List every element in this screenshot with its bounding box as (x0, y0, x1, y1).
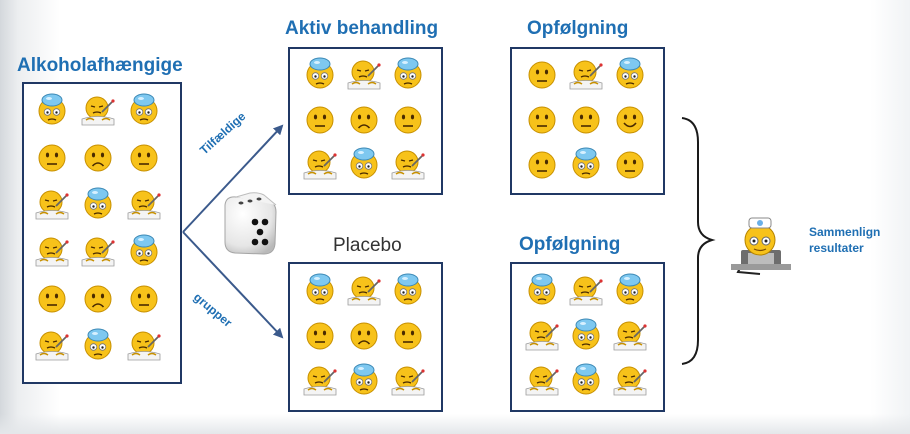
sick-in-bed-face-icon (302, 146, 338, 182)
followup-top-grid (524, 56, 656, 191)
compare-results-label: Sammenlign resultater (809, 224, 880, 256)
sick-in-bed-face-icon (524, 362, 560, 398)
neutral-face-icon (34, 280, 70, 316)
neutral-face-icon (390, 317, 426, 353)
active-treatment-box (288, 47, 443, 195)
dice-icon (224, 192, 277, 255)
title-active-treatment: Aktiv behandling (285, 18, 439, 39)
ice-pack-face-icon (346, 146, 382, 182)
neutral-face-icon (34, 139, 70, 175)
doctor-icon (731, 217, 791, 275)
placebo-box (288, 262, 443, 412)
ice-pack-face-icon (34, 92, 70, 128)
alcoholics-grid (34, 92, 172, 374)
sad-face-icon (80, 280, 116, 316)
arrow-to-placebo (182, 231, 284, 339)
neutral-face-icon (612, 146, 648, 182)
ice-pack-face-icon (568, 146, 604, 182)
title-followup-bottom: Opfølgning (519, 234, 621, 255)
placebo-grid (302, 272, 434, 407)
neutral-face-icon (568, 101, 604, 137)
ice-pack-face-icon (302, 272, 338, 308)
sick-in-bed-face-icon (612, 362, 648, 398)
followup-bottom-grid (524, 272, 656, 407)
ice-pack-face-icon (568, 362, 604, 398)
sick-in-bed-face-icon (34, 233, 70, 269)
ice-pack-face-icon (612, 272, 648, 308)
sick-in-bed-face-icon (34, 186, 70, 222)
title-placebo: Placebo (333, 235, 402, 256)
sick-in-bed-face-icon (390, 362, 426, 398)
compare-results-line2: resultater (809, 241, 864, 255)
ice-pack-face-icon (390, 56, 426, 92)
alcoholics-box (22, 82, 182, 384)
ice-pack-face-icon (390, 272, 426, 308)
sick-in-bed-face-icon (568, 272, 604, 308)
title-followup-top: Opfølgning (527, 18, 629, 39)
neutral-face-icon (126, 139, 162, 175)
ice-pack-face-icon (80, 327, 116, 363)
neutral-face-icon (390, 101, 426, 137)
neutral-face-icon (524, 56, 560, 92)
ice-pack-face-icon (80, 186, 116, 222)
sick-in-bed-face-icon (126, 327, 162, 363)
neutral-face-icon (524, 146, 560, 182)
sick-in-bed-face-icon (390, 146, 426, 182)
sick-in-bed-face-icon (126, 186, 162, 222)
sick-in-bed-face-icon (34, 327, 70, 363)
sick-in-bed-face-icon (524, 317, 560, 353)
sad-face-icon (346, 101, 382, 137)
sad-face-icon (80, 139, 116, 175)
ice-pack-face-icon (126, 92, 162, 128)
ice-pack-face-icon (302, 56, 338, 92)
sick-in-bed-face-icon (302, 362, 338, 398)
sick-in-bed-face-icon (612, 317, 648, 353)
ice-pack-face-icon (524, 272, 560, 308)
followup-top-box (510, 47, 665, 195)
ice-pack-face-icon (126, 233, 162, 269)
arrow-to-active (182, 124, 284, 233)
followup-bottom-box (510, 262, 665, 412)
neutral-face-icon (302, 101, 338, 137)
neutral-face-icon (524, 101, 560, 137)
ice-pack-face-icon (612, 56, 648, 92)
sick-in-bed-face-icon (346, 272, 382, 308)
active-grid (302, 56, 434, 191)
title-alcoholics: Alkoholafhængige (17, 55, 183, 76)
compare-results-line1: Sammenlign (809, 225, 881, 239)
neutral-face-icon (126, 280, 162, 316)
ice-pack-face-icon (346, 362, 382, 398)
brace-icon (681, 117, 716, 365)
ice-pack-face-icon (568, 317, 604, 353)
sick-in-bed-face-icon (80, 233, 116, 269)
neutral-face-icon (302, 317, 338, 353)
sick-in-bed-face-icon (346, 56, 382, 92)
smiling-face-icon (612, 101, 648, 137)
sick-in-bed-face-icon (568, 56, 604, 92)
sad-face-icon (346, 317, 382, 353)
background-shade-bottom (0, 414, 910, 434)
sick-in-bed-face-icon (80, 92, 116, 128)
